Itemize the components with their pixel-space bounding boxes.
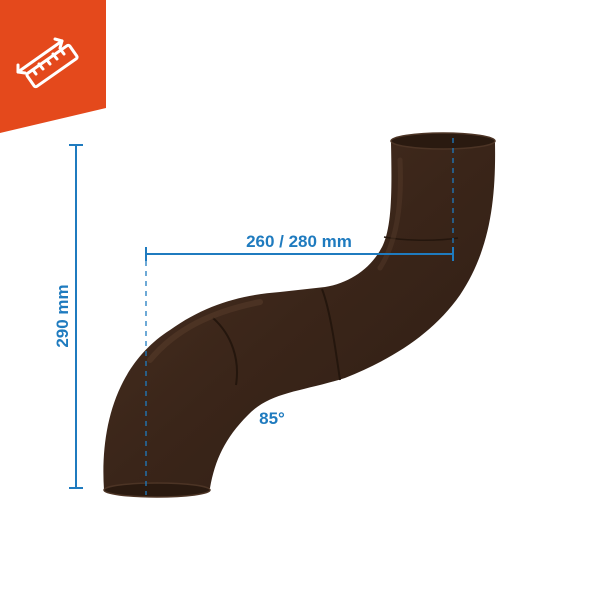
pipe-seam-lower: [212, 317, 238, 386]
offset-label: 260 / 280 mm: [246, 232, 352, 251]
pipe-seam-middle: [321, 288, 341, 381]
badge-background: [0, 0, 106, 133]
offset-pipe: [103, 132, 496, 498]
pipe-bottom-opening: [103, 482, 211, 498]
pipe-seam-upper: [383, 236, 459, 241]
angle-label: 85°: [259, 409, 285, 428]
height-label: 290 mm: [53, 284, 72, 347]
pipe-top-opening: [390, 132, 496, 150]
ruler-measure-icon: [16, 37, 79, 89]
measure-badge: [0, 0, 106, 133]
dimension-lines: [69, 138, 454, 495]
